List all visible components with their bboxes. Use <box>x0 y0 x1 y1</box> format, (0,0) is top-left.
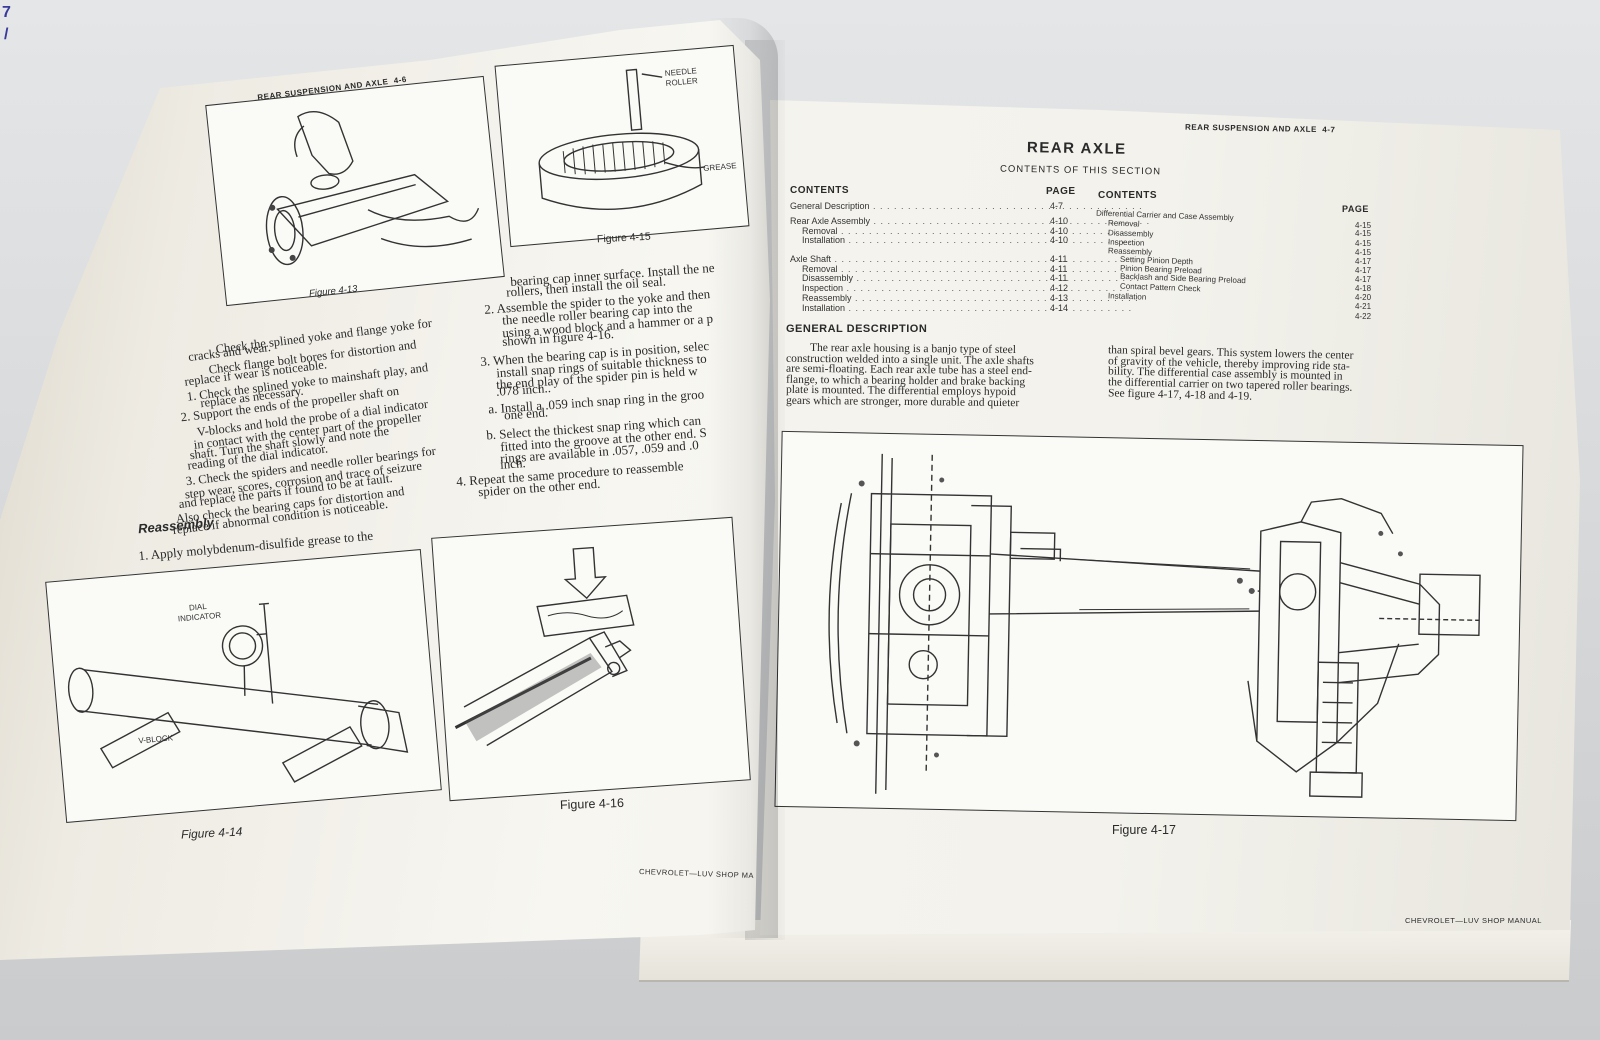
leader-dots: . . . . . . . . . . . . . . . . . . . . … <box>837 264 1125 274</box>
needle-roller-bearing-drawing: NEEDLE ROLLER GREASE <box>538 66 737 210</box>
contents-entry-label: Disassembly <box>802 273 854 283</box>
contents-entry: Axle Shaft . . . . . . . . . . . . . . .… <box>790 254 1118 264</box>
contents-entry-page: 4-13 <box>1050 293 1069 303</box>
contents-entry-page: 4-10 <box>1050 216 1069 226</box>
contents-entry-page: 4-18 <box>1355 284 1372 293</box>
contents-entry-page: 4-11 <box>1050 254 1068 264</box>
contents-entry-page: 4-12 <box>1050 283 1069 293</box>
contents-entry: Installation . . . . . . . . . . . . . .… <box>802 303 1132 313</box>
contents-entry-page: 4-7 <box>1050 201 1064 211</box>
page-header-right: PAGE <box>1342 204 1369 214</box>
figure-label: INDICATOR <box>178 611 222 624</box>
leader-dots: . . . . . . . . . . . . . . . . . . . . … <box>853 273 1141 283</box>
contents-entry-label: Axle Shaft <box>790 254 832 264</box>
leader-dots: . . . . . . . . . . . . . . . . . . . . … <box>837 226 1125 236</box>
figure-4-15: NEEDLE ROLLER GREASE <box>494 44 750 248</box>
body-text-line: gears which are stronger, more durable a… <box>785 394 1020 409</box>
figure-4-14: DIAL INDICATOR V-BLOCK <box>45 549 442 823</box>
leader-dots: . . . . . . . . . . . . . . . . . . . . … <box>845 303 1133 313</box>
contents-entry: Removal <box>1107 218 1140 229</box>
contents-entry-label: Removal <box>802 226 838 236</box>
contents-entry: Installation <box>1107 291 1147 302</box>
figure-4-15-caption: Figure 4-15 <box>596 230 651 246</box>
contents-header-left: CONTENTS <box>790 185 849 196</box>
bearing-cap-installation-drawing <box>454 546 635 747</box>
contents-header-right: CONTENTS <box>1098 190 1157 201</box>
figure-label: NEEDLE <box>664 66 697 78</box>
right-page-footer: CHEVROLET—LUV SHOP MANUAL <box>1405 916 1542 925</box>
contents-entry: Inspection . . . . . . . . . . . . . . .… <box>802 283 1130 293</box>
contents-entry: Disassembly . . . . . . . . . . . . . . … <box>802 273 1140 283</box>
figure-4-17-caption: Figure 4-17 <box>1112 823 1176 837</box>
figure-label: DIAL <box>189 602 208 613</box>
shaft-shading <box>465 653 602 742</box>
contents-entry-label: Reassembly <box>802 293 852 303</box>
contents-entry: Removal . . . . . . . . . . . . . . . . … <box>802 264 1125 274</box>
contents-entry-label: Removal <box>802 264 838 274</box>
dial-indicator-propeller-shaft-drawing: DIAL INDICATOR V-BLOCK <box>67 602 409 783</box>
body-text-line: one end. <box>503 404 549 423</box>
body-text-line: .078 inch.. <box>495 380 552 399</box>
page-header-left: PAGE <box>1046 186 1076 197</box>
figure-4-13 <box>205 75 505 307</box>
general-description-heading: GENERAL DESCRIPTION <box>786 323 928 335</box>
contents-entry-page: 4-17 <box>1355 275 1372 284</box>
contents-entry: Removal . . . . . . . . . . . . . . . . … <box>802 226 1125 236</box>
contents-entry-page: 4-15 <box>1355 221 1372 230</box>
contents-entry-page: 4-17 <box>1355 257 1372 266</box>
figure-4-17 <box>774 430 1524 822</box>
contents-entry: Installation . . . . . . . . . . . . . .… <box>802 235 1132 245</box>
contents-entry: Reassembly . . . . . . . . . . . . . . .… <box>802 293 1139 303</box>
contents-entry-page: 4-10 <box>1050 226 1069 236</box>
leader-dots: . . . . . . . . . . . . . . . . . . . . … <box>831 254 1119 264</box>
edge-mark: / <box>4 26 9 43</box>
leader-dots: . . . . . . . . . . . . . . . . . . . . … <box>843 283 1131 293</box>
figure-label: V-BLOCK <box>138 733 174 745</box>
contents-entry-page: 4-15 <box>1355 248 1372 257</box>
leader-dots: . . . . . . . . . . . . . . . . . . . . … <box>845 235 1133 245</box>
figure-label: GREASE <box>703 161 737 173</box>
contents-entry-page: 4-22 <box>1355 312 1372 321</box>
leader-dots: . . . . . . . . . . . . . . . . . . . . … <box>869 201 1143 211</box>
contents-entry: Rear Axle Assembly . . . . . . . . . . .… <box>790 216 1150 226</box>
contents-entry-label: Installation <box>802 303 846 313</box>
splined-yoke-drawing <box>265 111 480 266</box>
figure-4-16 <box>431 516 751 802</box>
contents-entry-page: 4-11 <box>1050 273 1068 283</box>
contents-entry-page: 4-21 <box>1355 302 1372 311</box>
contents-entry: General Description . . . . . . . . . . … <box>790 201 1143 211</box>
contents-entry-page: 4-10 <box>1050 235 1069 245</box>
figure-4-16-caption: Figure 4-16 <box>559 795 625 813</box>
contents-entry-page: 4-14 <box>1050 303 1069 313</box>
figure-label: ROLLER <box>665 76 698 88</box>
section-title: REAR AXLE <box>1026 139 1127 158</box>
contents-entry-page: 4-11 <box>1050 264 1068 274</box>
edge-mark: 7 <box>2 4 11 21</box>
contents-entry-page: 4-20 <box>1355 293 1372 302</box>
rear-axle-cross-section-drawing <box>828 453 1481 798</box>
contents-entry-label: Rear Axle Assembly <box>790 216 871 226</box>
contents-entry-label: Installation <box>802 235 846 245</box>
figure-4-14-caption: Figure 4-14 <box>180 824 243 842</box>
contents-entry-page: 4-17 <box>1355 266 1372 275</box>
leader-dots: . . . . . . . . . . . . . . . . . . . . … <box>870 216 1151 226</box>
contents-entry-page: 4-15 <box>1355 229 1372 238</box>
contents-entry-label: Inspection <box>802 283 844 293</box>
contents-entry-label: General Description <box>790 201 870 211</box>
leader-dots: . . . . . . . . . . . . . . . . . . . . … <box>851 293 1139 303</box>
contents-entry-page: 4-15 <box>1355 239 1372 248</box>
